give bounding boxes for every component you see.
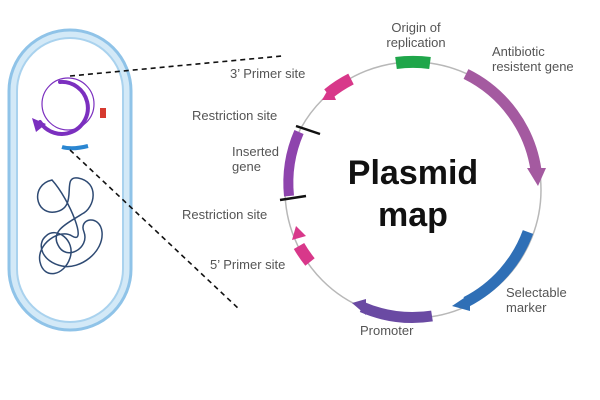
bacterial-cell-inner — [16, 37, 124, 323]
label-primer5: 5’ Primer site — [210, 257, 286, 272]
origin-segment — [395, 55, 431, 69]
label-antibiotic: Antibiotic resistent gene — [492, 44, 574, 74]
inserted-segment — [283, 130, 304, 197]
label-selectable-line1: Selectable — [506, 285, 567, 300]
label-restriction-top: Restriction site — [192, 108, 278, 123]
promoter-segment — [359, 301, 433, 323]
label-selectable-line2: marker — [506, 300, 547, 315]
label-antibiotic-line1: Antibiotic — [492, 44, 545, 59]
selectable-arrowhead — [452, 294, 470, 311]
primer3-arrowhead — [322, 86, 336, 100]
center-title: Plasmid map — [333, 152, 493, 236]
restriction-tick-bottom — [279, 194, 307, 202]
label-origin: Origin of replication — [380, 20, 452, 50]
center-title-line2: map — [378, 196, 448, 234]
antibiotic-arrowhead — [527, 168, 546, 186]
label-promoter: Promoter — [360, 323, 414, 338]
label-antibiotic-line2: resistent gene — [492, 59, 574, 74]
label-selectable: Selectable marker — [506, 285, 567, 315]
primer5-arrowhead — [292, 226, 306, 240]
mini-plasmid — [32, 77, 106, 151]
promoter-arrowhead — [352, 299, 366, 315]
selectable-segment — [463, 230, 534, 307]
label-inserted-line1: Inserted — [232, 144, 279, 159]
primer5-segment — [293, 242, 315, 266]
label-primer3: 3’ Primer site — [230, 66, 306, 81]
label-origin-line1: Origin of — [391, 20, 441, 35]
label-inserted-line2: gene — [232, 159, 261, 174]
label-restriction-bottom: Restriction site — [182, 207, 268, 222]
antibiotic-segment — [463, 69, 542, 171]
zoom-line-bottom — [69, 149, 241, 311]
label-origin-line2: replication — [386, 35, 446, 50]
restriction-tick-top — [295, 124, 321, 136]
center-title-line1: Plasmid — [347, 154, 479, 192]
chromosome-dna — [36, 177, 103, 275]
label-inserted: Inserted gene — [232, 144, 279, 174]
